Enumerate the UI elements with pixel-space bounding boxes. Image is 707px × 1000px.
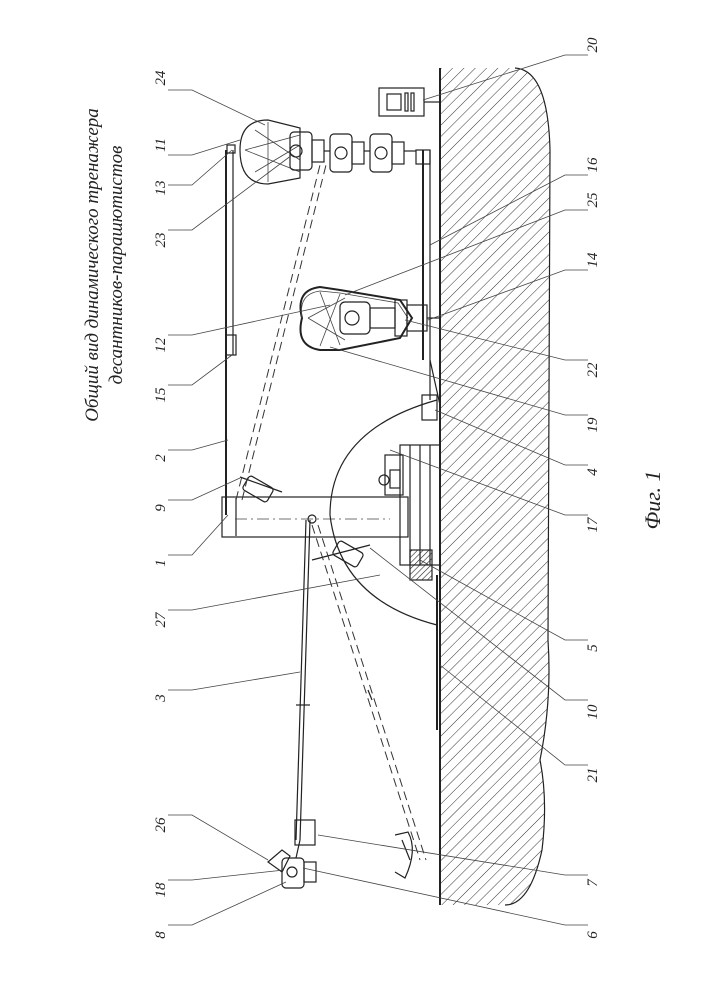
- control-console: [379, 88, 440, 116]
- callout-15: 15: [153, 387, 169, 403]
- callout-3: 3: [153, 694, 169, 703]
- figure-title: Общий вид динамического тренажера десант…: [82, 108, 127, 422]
- callouts-left: 24 11 13 23 12 15 2 9 1 27 3 26 18 8: [153, 70, 169, 939]
- callout-19: 19: [585, 417, 601, 433]
- callout-10: 10: [585, 704, 601, 720]
- callout-5: 5: [585, 644, 601, 652]
- callout-11: 11: [153, 138, 169, 152]
- callout-8: 8: [153, 931, 169, 939]
- callout-2: 2: [153, 454, 169, 462]
- callout-14: 14: [585, 252, 601, 268]
- callout-27: 27: [153, 611, 169, 628]
- callout-25: 25: [585, 192, 601, 208]
- lower-paratrooper: [268, 840, 316, 888]
- middle-canopy: [300, 287, 440, 350]
- callout-7: 7: [585, 878, 601, 887]
- hook-support: [395, 832, 412, 878]
- callout-20: 20: [585, 37, 601, 53]
- paratroopers-upper: [290, 132, 416, 172]
- callout-4: 4: [585, 468, 601, 476]
- callout-21: 21: [585, 768, 601, 783]
- paratrooper-figure: [290, 132, 324, 170]
- callouts-right: 20 16 25 14 22 19 4 17 5 10 21 7 6: [585, 37, 601, 939]
- callout-9: 9: [153, 504, 169, 512]
- paratrooper-figure: [370, 134, 404, 172]
- mast: [222, 497, 408, 537]
- callout-12: 12: [153, 337, 169, 353]
- callout-18: 18: [153, 882, 169, 898]
- callout-1: 1: [153, 559, 169, 567]
- callout-16: 16: [585, 157, 601, 173]
- lower-track: [416, 150, 440, 405]
- title-line-1: Общий вид динамического тренажера: [82, 108, 103, 422]
- upper-canopy: [240, 120, 300, 184]
- callout-13: 13: [153, 181, 169, 196]
- figure-caption: Фиг. 1: [640, 471, 665, 530]
- cables: [236, 165, 426, 860]
- long-boom: [295, 520, 315, 845]
- callout-24: 24: [153, 70, 169, 86]
- callout-6: 6: [585, 931, 601, 939]
- callout-22: 22: [585, 362, 601, 378]
- title-line-2: десантников-парашютистов: [106, 146, 127, 385]
- callout-23: 23: [153, 233, 169, 248]
- callout-17: 17: [585, 516, 601, 533]
- callout-26: 26: [153, 817, 169, 833]
- ground-base: [440, 68, 550, 905]
- paratrooper-figure: [330, 134, 364, 172]
